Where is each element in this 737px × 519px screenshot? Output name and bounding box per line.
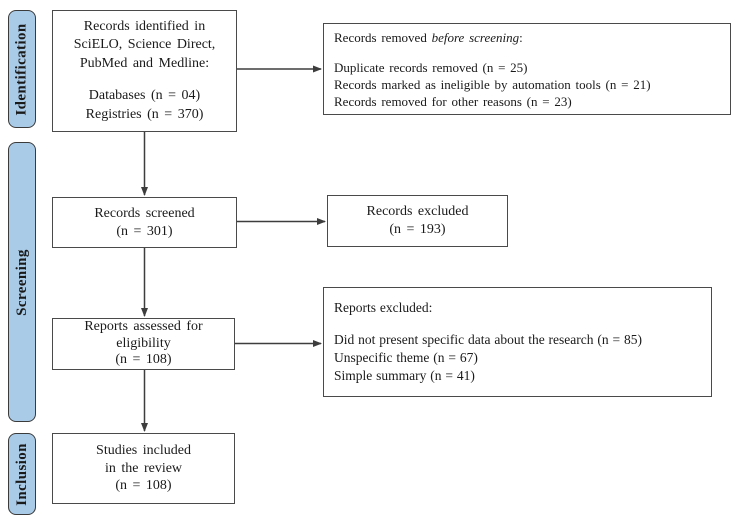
title-suffix: :: [519, 29, 523, 45]
text-line: (n = 108): [115, 352, 172, 368]
text-line: Records marked as ineligible by automati…: [334, 76, 651, 92]
stage-label-identification-text: Identification: [13, 22, 30, 116]
text-line: (n = 301): [116, 223, 173, 239]
box-studies-included: Studies included in the review (n = 108): [52, 433, 235, 504]
stage-label-screening-text: Screening: [13, 248, 30, 316]
text-line: PubMed and Medline:: [79, 55, 210, 71]
text-line: Unspecific theme (n = 67): [334, 349, 478, 365]
text-line: Did not present specific data about the …: [334, 331, 642, 347]
text-line: in the review: [104, 460, 183, 476]
text-line: Reports assessed for: [84, 319, 203, 335]
stage-label-inclusion: Inclusion: [8, 433, 36, 515]
box-records-removed-before-screening: Records removed before screening: Duplic…: [323, 23, 731, 115]
text-line: (n = 108): [115, 478, 172, 494]
box-reports-excluded: Reports excluded: Did not present specif…: [323, 287, 712, 397]
text-line-title: Reports excluded:: [334, 300, 433, 316]
title-italic: before screening: [431, 29, 520, 45]
box-reports-assessed: Reports assessed for eligibility (n = 10…: [52, 318, 235, 370]
text-line: Duplicate records removed (n = 25): [334, 59, 528, 75]
text-line: Records identified in: [83, 18, 206, 34]
text-line: Records excluded: [366, 204, 469, 219]
text-line: Records removed for other reasons (n = 2…: [334, 93, 572, 109]
text-line: Databases (n = 04): [88, 88, 201, 104]
box-records-identified: Records identified in SciELO, Science Di…: [52, 10, 237, 132]
stage-label-inclusion-text: Inclusion: [13, 442, 30, 506]
text-line: SciELO, Science Direct,: [73, 37, 216, 53]
title-prefix: Records removed: [334, 29, 432, 45]
text-line: eligibility: [116, 335, 171, 351]
text-line-title: Records removed before screening:: [334, 29, 523, 46]
text-line: (n = 193): [389, 222, 446, 237]
box-records-excluded: Records excluded (n = 193): [327, 195, 508, 247]
stage-label-identification: Identification: [8, 10, 36, 128]
text-line: Studies included: [96, 443, 191, 459]
text-line: Records screened: [94, 205, 195, 221]
text-line: Registries (n = 370): [85, 106, 204, 122]
box-records-screened: Records screened (n = 301): [52, 197, 237, 248]
stage-label-screening: Screening: [8, 142, 36, 422]
text-line: Simple summary (n = 41): [334, 367, 475, 383]
